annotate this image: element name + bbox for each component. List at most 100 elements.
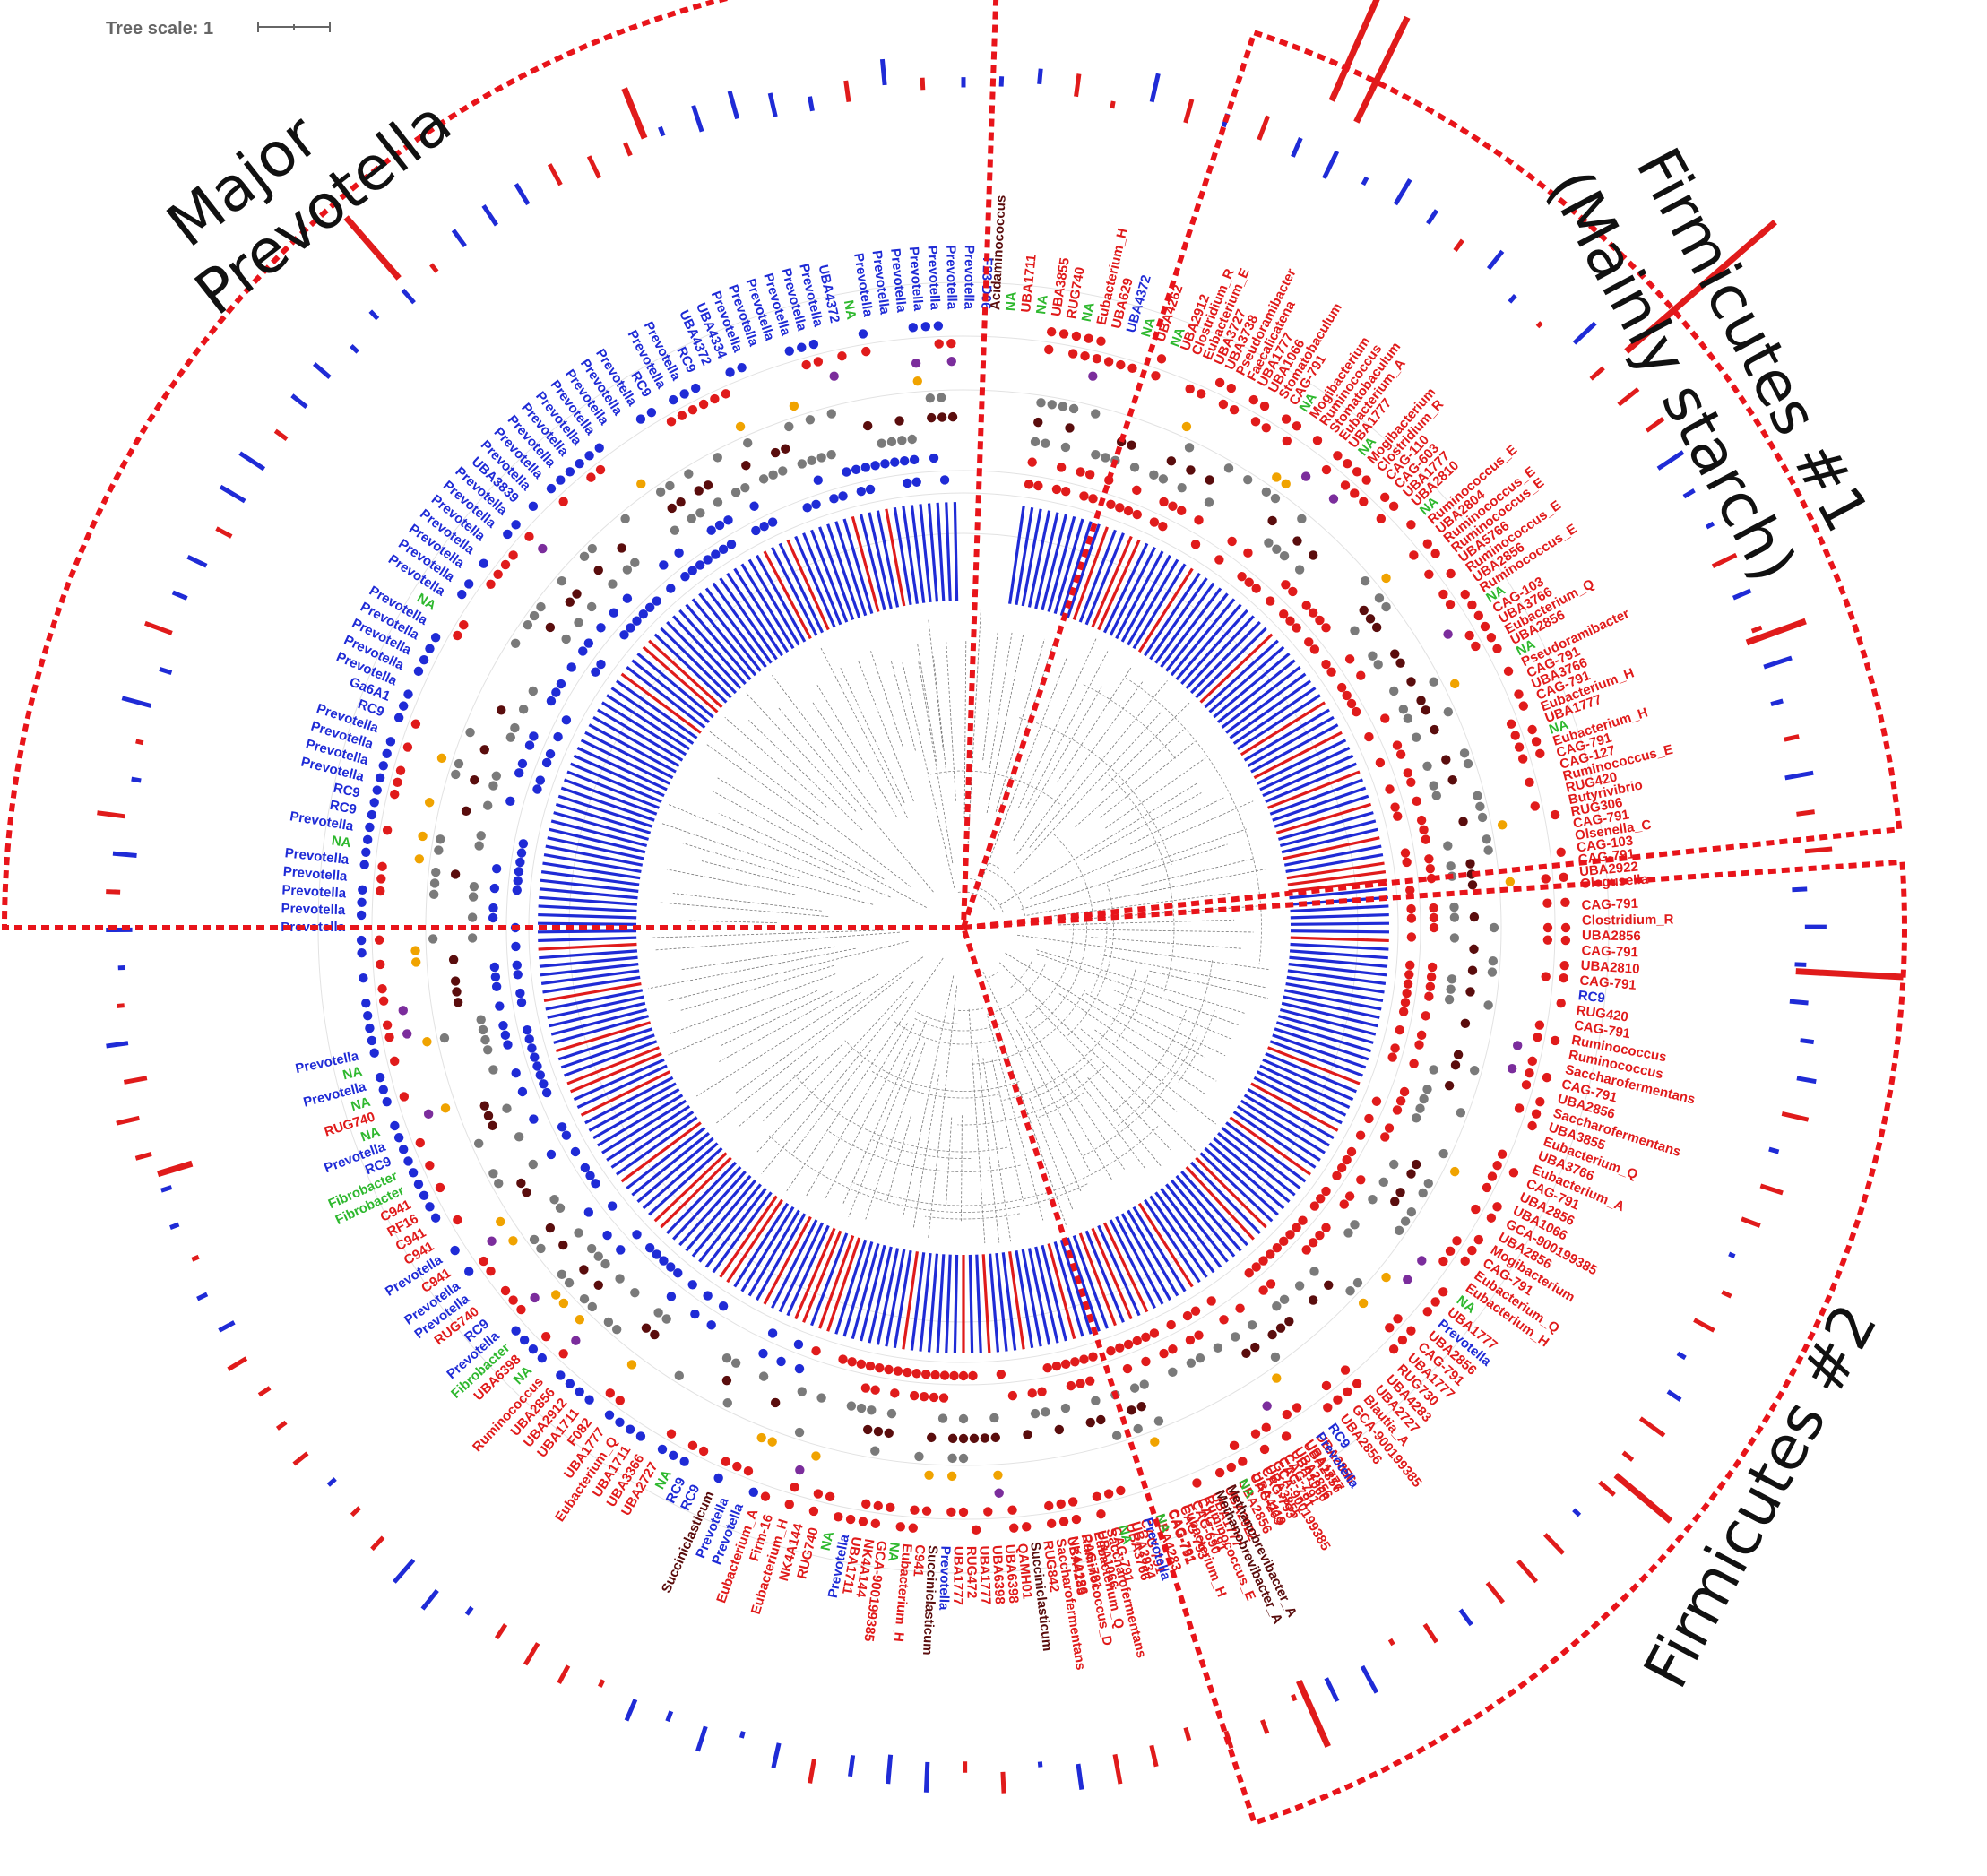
- bar-mark: [1290, 921, 1389, 926]
- dot-mark: [768, 470, 778, 480]
- bar-mark: [1180, 609, 1248, 685]
- dot-mark: [829, 371, 839, 381]
- dot-mark: [1527, 724, 1537, 735]
- bar-mark: [1208, 1142, 1285, 1210]
- bar-mark: [1265, 762, 1357, 803]
- dot-mark: [1226, 383, 1236, 393]
- dot-mark: [1267, 1329, 1277, 1340]
- dot-mark: [911, 1369, 921, 1379]
- tree-branch: [1029, 1097, 1074, 1212]
- dot-mark: [1241, 1348, 1251, 1358]
- dot-mark: [1480, 621, 1490, 632]
- bar-mark: [626, 665, 706, 729]
- dot-mark: [1321, 623, 1331, 633]
- dot-mark: [393, 1133, 404, 1143]
- tip-labels: PrevotellaPrevotellaPrevotellaPrevotella…: [281, 195, 1697, 1671]
- dot-mark: [1166, 1319, 1176, 1330]
- outer-bar: [1257, 115, 1271, 141]
- tip-label: NA: [1003, 291, 1020, 312]
- tree-arc: [1003, 969, 1136, 1101]
- dot-mark: [1393, 811, 1403, 821]
- dot-mark: [622, 565, 633, 575]
- tree-branch: [848, 1020, 928, 1218]
- dot-mark: [797, 1387, 807, 1396]
- dot-mark: [553, 731, 563, 742]
- dot-mark: [1450, 1060, 1461, 1070]
- dot-mark: [626, 1360, 637, 1370]
- dot-mark: [698, 1446, 709, 1457]
- dot-mark: [1060, 1359, 1071, 1369]
- dot-mark: [1177, 506, 1187, 515]
- bar-mark: [620, 672, 702, 734]
- dot-mark: [1429, 1065, 1438, 1075]
- dot-mark: [713, 497, 723, 507]
- dot-mark: [797, 459, 807, 469]
- dot-mark: [1027, 457, 1037, 467]
- dot-mark: [600, 1258, 610, 1269]
- dot-mark: [1556, 999, 1566, 1008]
- bar-mark: [726, 1198, 783, 1284]
- dot-mark: [402, 1029, 412, 1039]
- bar-mark: [1208, 645, 1285, 713]
- bar-mark: [691, 598, 757, 677]
- tree-branch: [1017, 638, 1097, 808]
- outer-bar: [523, 1642, 540, 1666]
- dot-mark: [947, 1433, 958, 1444]
- dot-mark: [994, 1488, 1004, 1498]
- dot-mark: [789, 401, 799, 411]
- bar-mark: [1027, 1248, 1051, 1345]
- dot-mark: [556, 475, 566, 485]
- bar-mark: [547, 995, 644, 1019]
- dot-mark: [813, 357, 824, 367]
- dot-mark: [1266, 596, 1275, 606]
- dot-mark: [478, 1024, 488, 1035]
- tree-branch: [890, 660, 916, 751]
- dot-mark: [1404, 970, 1414, 980]
- dot-mark: [555, 1203, 566, 1213]
- bar-mark: [810, 529, 849, 623]
- dot-mark: [1205, 475, 1214, 485]
- bar-mark: [1137, 567, 1194, 653]
- dot-mark: [479, 745, 489, 755]
- dot-mark: [1424, 991, 1434, 1001]
- dot-mark: [748, 1487, 758, 1498]
- dot-mark: [726, 540, 737, 549]
- tip-label: QAMH01: [1015, 1543, 1035, 1600]
- bar-mark: [885, 508, 906, 607]
- tip-label: RC9: [1577, 988, 1606, 1006]
- dot-mark: [652, 1249, 661, 1259]
- dot-mark: [846, 1401, 857, 1411]
- dot-mark: [861, 1499, 871, 1509]
- bar-mark: [1236, 694, 1321, 751]
- dot-mark: [903, 1367, 912, 1378]
- dot-mark: [1229, 404, 1240, 415]
- dot-mark: [811, 499, 821, 510]
- dot-mark: [1123, 506, 1134, 516]
- dot-mark: [468, 892, 479, 902]
- dot-mark: [513, 876, 523, 886]
- tree-branch: [1058, 919, 1235, 926]
- tree-branch: [1013, 711, 1162, 874]
- outer-bar: [1781, 1111, 1810, 1122]
- outer-bar: [1770, 698, 1784, 707]
- dot-mark: [516, 848, 527, 858]
- dot-mark: [1352, 1277, 1363, 1288]
- dot-mark: [1449, 912, 1460, 922]
- tree-branch: [1101, 702, 1190, 791]
- dot-mark: [1460, 1018, 1471, 1029]
- dot-mark: [851, 464, 861, 475]
- dot-mark: [1300, 471, 1311, 481]
- tree-branch: [790, 1050, 872, 1156]
- dot-mark: [1190, 540, 1201, 549]
- bar-mark: [564, 1040, 658, 1077]
- dot-mark: [939, 1370, 950, 1380]
- dot-mark: [1441, 755, 1451, 765]
- bar-mark: [1115, 550, 1164, 640]
- dot-mark: [500, 559, 511, 570]
- dot-mark: [1486, 1213, 1497, 1223]
- dot-mark: [1390, 1043, 1400, 1053]
- outer-bar: [586, 155, 602, 179]
- dot-mark: [587, 1301, 597, 1312]
- dot-mark: [565, 1379, 575, 1388]
